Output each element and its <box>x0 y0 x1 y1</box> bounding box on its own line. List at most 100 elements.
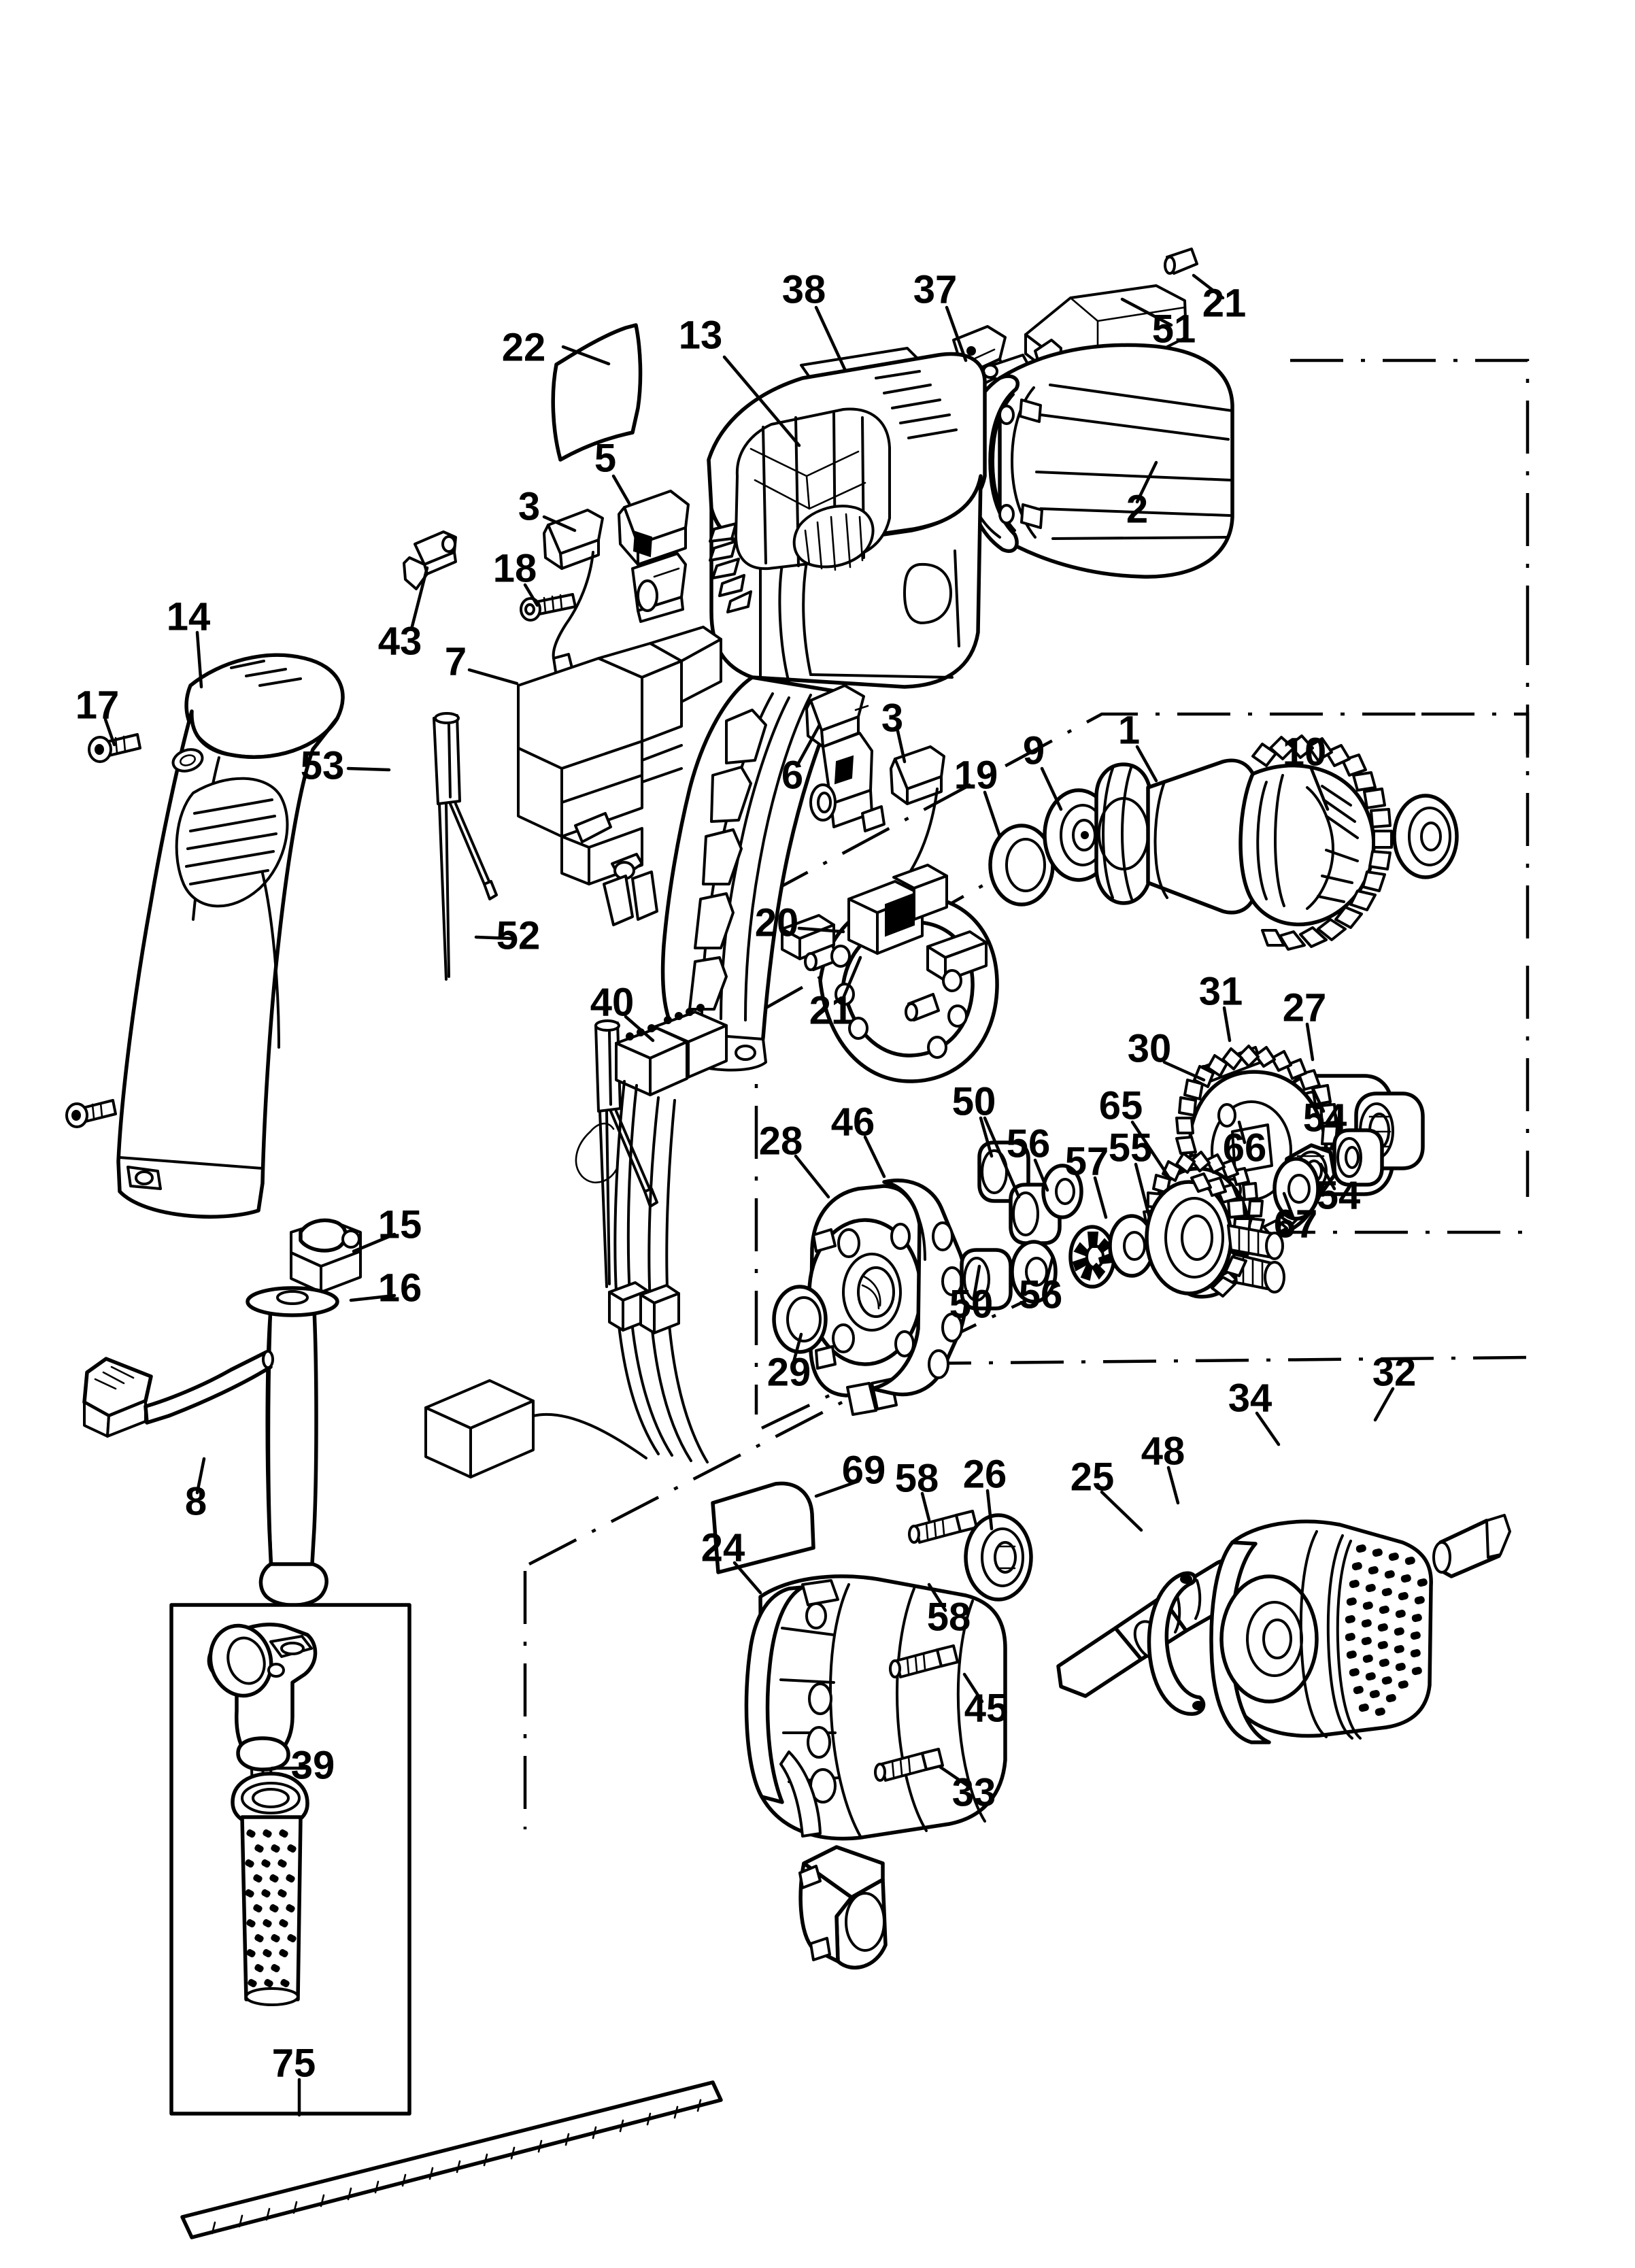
callout-number-24[interactable]: 24 <box>701 1525 745 1570</box>
part-7-switch-assembly <box>517 626 722 926</box>
callout-number-16[interactable]: 16 <box>378 1266 422 1310</box>
callout-number-27[interactable]: 27 <box>1283 985 1327 1030</box>
callout-number-21[interactable]: 21 <box>1202 281 1247 325</box>
part-54-bushing-b <box>1332 1128 1384 1187</box>
leader-line-31 <box>1222 1006 1232 1043</box>
callout-number-20[interactable]: 20 <box>755 900 799 945</box>
leader-line-22 <box>561 345 611 366</box>
callout-number-66[interactable]: 66 <box>1223 1125 1267 1170</box>
callout-number-22[interactable]: 22 <box>502 325 546 369</box>
callout-number-48[interactable]: 48 <box>1141 1429 1185 1473</box>
group-boundary-chuck-topline <box>917 1355 1531 1366</box>
leader-line-19 <box>983 790 1002 839</box>
leader-line-30 <box>1162 1060 1206 1082</box>
callout-leaders <box>103 273 1395 2117</box>
callout-number-21[interactable]: 21 <box>809 988 854 1032</box>
callout-number-45[interactable]: 45 <box>964 1686 1009 1730</box>
callout-number-30[interactable]: 30 <box>1128 1026 1172 1070</box>
callout-number-43[interactable]: 43 <box>378 619 422 663</box>
callout-number-8[interactable]: 8 <box>185 1479 207 1523</box>
callout-number-10[interactable]: 10 <box>1283 730 1327 774</box>
leader-line-53 <box>346 766 391 772</box>
callout-number-13[interactable]: 13 <box>679 313 723 357</box>
callout-number-75[interactable]: 75 <box>272 2041 316 2085</box>
callout-number-65[interactable]: 65 <box>1099 1083 1143 1128</box>
callout-number-15[interactable]: 15 <box>378 1202 422 1247</box>
callout-number-32[interactable]: 32 <box>1372 1350 1417 1394</box>
part-53-brush-spring <box>433 712 498 981</box>
callout-number-50[interactable]: 50 <box>949 1282 994 1326</box>
callout-number-17[interactable]: 17 <box>75 683 120 727</box>
callout-number-18[interactable]: 18 <box>493 546 537 590</box>
leader-line-69 <box>814 1479 860 1498</box>
callout-number-50[interactable]: 50 <box>952 1079 996 1123</box>
callout-number-3[interactable]: 3 <box>881 696 903 740</box>
callout-number-56[interactable]: 56 <box>1019 1272 1063 1317</box>
callout-number-14[interactable]: 14 <box>167 594 211 639</box>
leader-line-3 <box>542 515 577 532</box>
callout-number-37[interactable]: 37 <box>913 267 958 311</box>
callout-number-25[interactable]: 25 <box>1071 1455 1115 1499</box>
part-67-washer <box>1272 1157 1320 1221</box>
leader-line-67 <box>1282 1191 1296 1221</box>
callout-number-6[interactable]: 6 <box>781 753 803 797</box>
callout-number-28[interactable]: 28 <box>759 1119 803 1163</box>
callout-number-53[interactable]: 53 <box>301 743 345 788</box>
callout-number-57[interactable]: 57 <box>1065 1139 1109 1183</box>
group-boundary-field <box>1290 358 1530 612</box>
callout-number-40[interactable]: 40 <box>590 980 635 1024</box>
leader-line-52 <box>474 935 513 941</box>
leader-line-56 <box>1043 1255 1055 1290</box>
leader-line-50 <box>979 1116 994 1158</box>
leader-line-15 <box>352 1232 397 1253</box>
callout-number-55[interactable]: 55 <box>1109 1125 1153 1170</box>
callout-number-26[interactable]: 26 <box>963 1452 1007 1496</box>
part-75-depth-rod <box>180 2080 723 2239</box>
callout-number-56[interactable]: 56 <box>1007 1121 1051 1166</box>
callout-number-19[interactable]: 19 <box>954 753 998 797</box>
callout-number-29[interactable]: 29 <box>767 1350 811 1394</box>
leader-line-9 <box>1040 766 1063 811</box>
part-17-screw-b <box>65 1099 117 1128</box>
callout-number-34[interactable]: 34 <box>1228 1376 1272 1420</box>
leader-line-33 <box>938 1765 972 1789</box>
callout-number-3[interactable]: 3 <box>518 484 540 528</box>
leader-line-3 <box>896 729 907 764</box>
callout-number-69[interactable]: 69 <box>842 1448 886 1492</box>
callout-number-54[interactable]: 54 <box>1317 1173 1361 1217</box>
callout-number-2[interactable]: 2 <box>1126 487 1148 531</box>
leader-line-14 <box>195 630 203 689</box>
callout-number-33[interactable]: 33 <box>952 1770 996 1814</box>
leader-line-51 <box>1120 297 1173 327</box>
callout-number-51[interactable]: 51 <box>1152 307 1196 351</box>
callout-number-52[interactable]: 52 <box>496 913 541 958</box>
callout-number-58[interactable]: 58 <box>927 1595 971 1639</box>
callout-number-58[interactable]: 58 <box>895 1456 939 1500</box>
callout-number-38[interactable]: 38 <box>782 267 826 311</box>
callout-number-5[interactable]: 5 <box>594 436 616 480</box>
part-15-clamp-collar <box>290 1218 362 1293</box>
part-48-retaining-ring <box>1147 1571 1206 1716</box>
callout-number-46[interactable]: 46 <box>831 1100 875 1144</box>
leader-line-29 <box>791 1332 803 1366</box>
part-45-screw <box>874 1748 944 1782</box>
leader-line-57 <box>1093 1176 1108 1219</box>
callout-number-9[interactable]: 9 <box>1023 728 1045 773</box>
part-24-front-housing <box>744 1574 1007 1841</box>
callout-number-31[interactable]: 31 <box>1199 969 1243 1013</box>
part-29-washer <box>772 1285 828 1354</box>
leader-line-54 <box>1311 1086 1326 1113</box>
callout-number-1[interactable]: 1 <box>1118 708 1140 752</box>
callout-number-50[interactable]: 50 <box>952 1079 996 1123</box>
leader-line-16 <box>349 1293 397 1302</box>
callout-number-7[interactable]: 7 <box>445 639 467 683</box>
leader-line-46 <box>863 1135 886 1179</box>
callout-number-67[interactable]: 67 <box>1274 1202 1318 1246</box>
callout-number-54[interactable]: 54 <box>1303 1096 1347 1140</box>
leader-line-7 <box>467 668 519 686</box>
part-22-label-plate <box>551 323 643 462</box>
leader-line-2 <box>1135 460 1158 504</box>
callout-number-39[interactable]: 39 <box>291 1743 335 1787</box>
leader-line-32 <box>1373 1387 1395 1422</box>
